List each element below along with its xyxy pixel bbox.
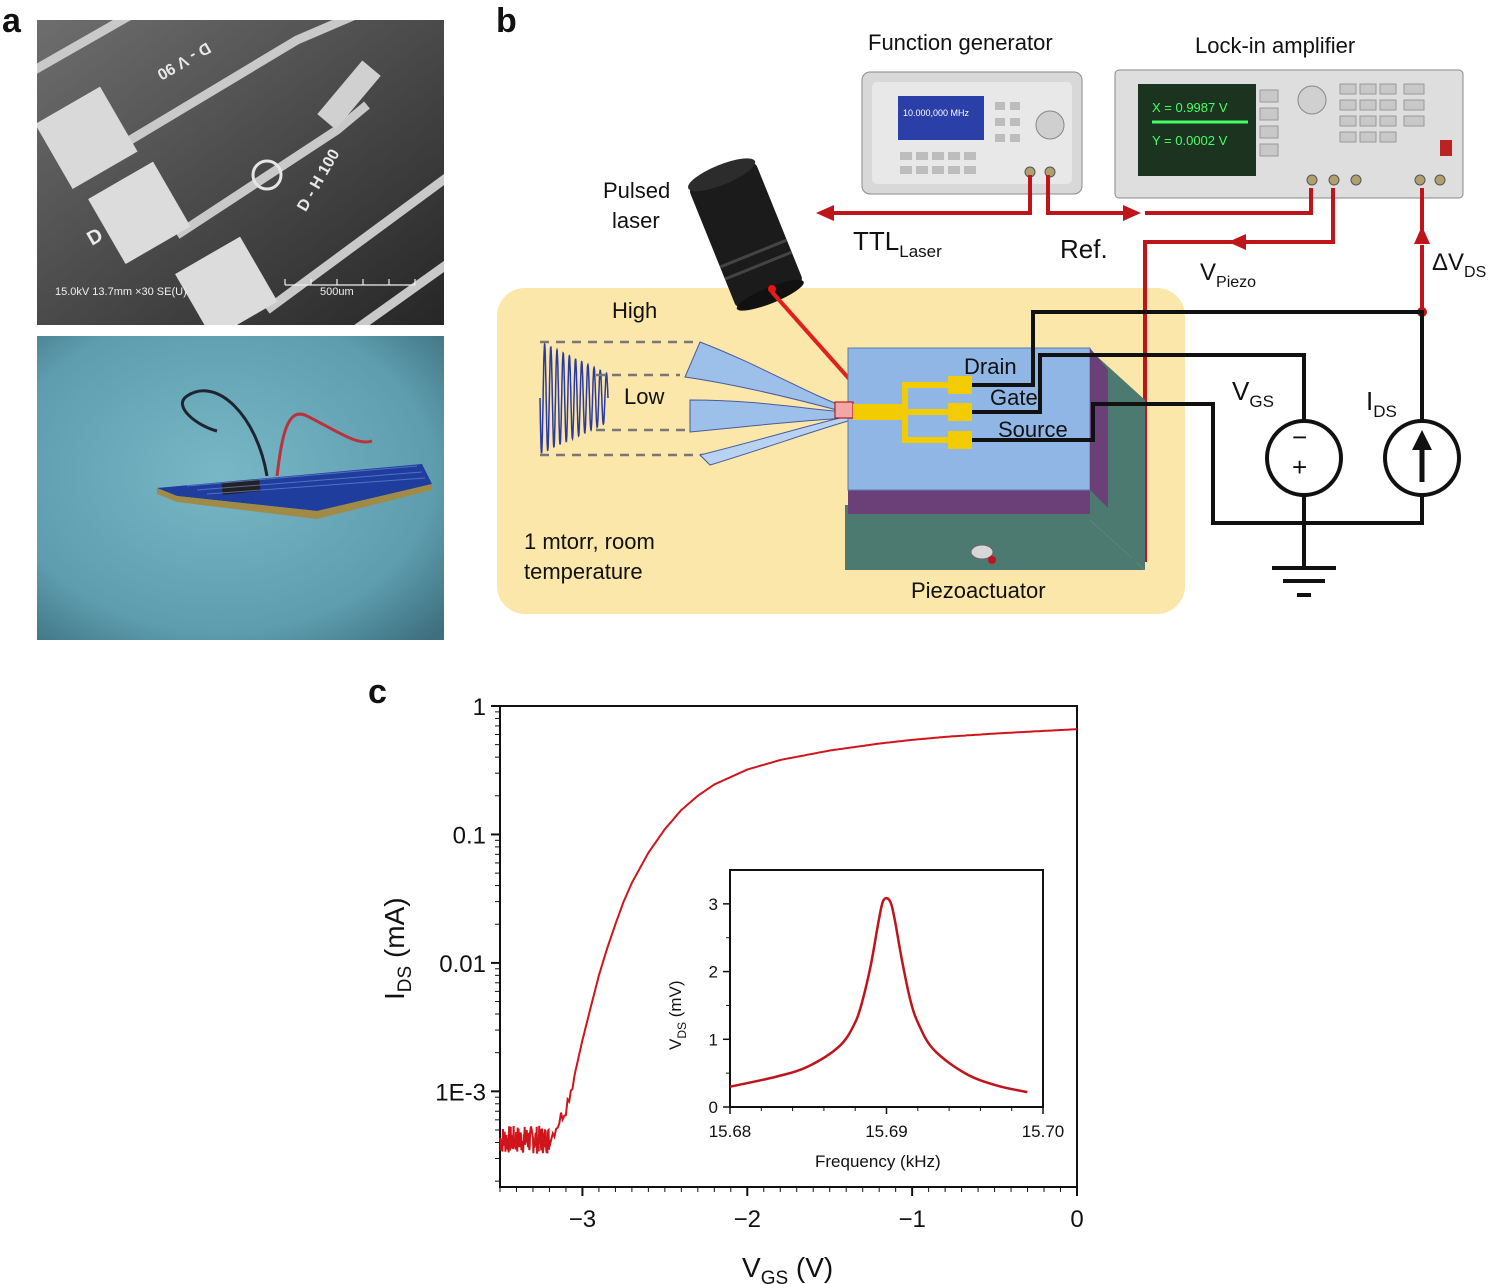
amplitude-guides — [540, 340, 710, 457]
high-amplitude-label: High — [612, 298, 657, 323]
lockin-y-readout: Y = 0.0002 V — [1152, 133, 1228, 148]
vgs-label: VGS — [1232, 376, 1274, 411]
ids-vgs-chart: −3 −2 −1 0 1E-3 0.01 0.1 1 VGS (V) IDS (mA) — [379, 694, 1084, 1284]
function-generator-label: Function generator — [868, 30, 1053, 55]
panel-letter-c: c — [368, 673, 387, 711]
main-x-tick-label: −3 — [569, 1206, 596, 1233]
inset-y-tick-label: 2 — [709, 963, 718, 982]
ids-vgs-curve — [499, 728, 1078, 1154]
inset-plot-frame — [729, 869, 1044, 1108]
panel-letter-b: b — [496, 2, 517, 40]
ids-label: IDS — [1366, 386, 1397, 421]
cantilever-beams — [684, 341, 849, 466]
piezo-element — [970, 544, 994, 560]
device-contacts — [834, 376, 972, 449]
main-x-tick-label: 0 — [1070, 1206, 1083, 1233]
main-x-tick-label: −2 — [734, 1206, 761, 1233]
inset-y-tick-label: 1 — [709, 1030, 718, 1049]
inset-x-tick-label: 15.68 — [709, 1122, 752, 1141]
pulsed-laser-body — [688, 158, 804, 311]
sem-info-text: 15.0kV 13.7mm ×30 SE(U) — [55, 286, 187, 298]
lockin-amplifier-label: Lock-in amplifier — [1195, 33, 1355, 58]
inset-x-tick-label: 15.69 — [865, 1122, 908, 1141]
main-plot-frame — [499, 705, 1078, 1188]
pulsed-laser-label-2: laser — [612, 208, 660, 233]
main-x-tick-label: −1 — [898, 1206, 925, 1233]
voltage-source-plus: + — [1292, 452, 1307, 482]
device-photo — [37, 336, 444, 640]
inset-y-tick-label: 0 — [709, 1098, 718, 1117]
lockin-x-readout: X = 0.9987 V — [1152, 100, 1228, 115]
inset-x-axis-label: Frequency (kHz) — [815, 1152, 941, 1171]
lockin-amplifier-instrument: X = 0.9987 V Y = 0.0002 V — [1114, 69, 1464, 199]
fg-display-text: 10.000,000 MHz — [903, 108, 970, 118]
inset-x-tick-label: 15.70 — [1022, 1122, 1065, 1141]
voltage-source-minus: − — [1292, 422, 1307, 452]
pulsed-laser-label-1: Pulsed — [603, 178, 670, 203]
circuit-wires — [972, 310, 1424, 567]
main-x-axis-label: VGS (V) — [742, 1252, 833, 1284]
inset-resonance-chart: 15.68 15.69 15.70 0 1 2 3 Frequency (kHz) VDS … — [666, 869, 1065, 1171]
piezoactuator-label: Piezoactuator — [911, 578, 1046, 603]
gate-label: Gate — [990, 385, 1038, 410]
environment-label-2: temperature — [524, 559, 643, 584]
function-generator-instrument: 10.000,000 MHz — [861, 71, 1083, 195]
signal-arrows — [816, 205, 1430, 317]
panel-letter-a: a — [2, 2, 21, 40]
device-stack — [845, 347, 1145, 570]
voltage-source — [1265, 419, 1343, 497]
delta-vds-label: ΔVDS — [1432, 249, 1486, 281]
ground-symbol — [1272, 566, 1336, 597]
vpiezo-label: VPiezo — [1200, 259, 1256, 291]
source-label: Source — [998, 417, 1068, 442]
main-y-tick-label: 1 — [473, 694, 486, 721]
oscillation-waveform — [539, 341, 609, 454]
main-y-tick-label: 0.01 — [439, 951, 486, 978]
drain-label: Drain — [964, 354, 1017, 379]
environment-label-1: 1 mtorr, room — [524, 529, 655, 554]
low-amplitude-label: Low — [624, 384, 664, 409]
sem-image: D - V 90 D - H 100 D 15.0kV 13.7mm ×30 S… — [37, 20, 444, 325]
ttl-laser-label: TTLLaser — [853, 226, 942, 261]
ref-label: Ref. — [1060, 234, 1108, 264]
inset-y-axis-label: VDS (mV) — [666, 980, 689, 1050]
sem-scale-text: 500um — [320, 286, 354, 298]
main-y-tick-label: 0.1 — [453, 822, 486, 849]
resonance-curve — [729, 896, 1028, 1094]
main-y-tick-label: 1E-3 — [435, 1079, 486, 1106]
main-y-axis-label: IDS (mA) — [379, 897, 416, 1000]
inset-y-tick-label: 3 — [709, 895, 718, 914]
